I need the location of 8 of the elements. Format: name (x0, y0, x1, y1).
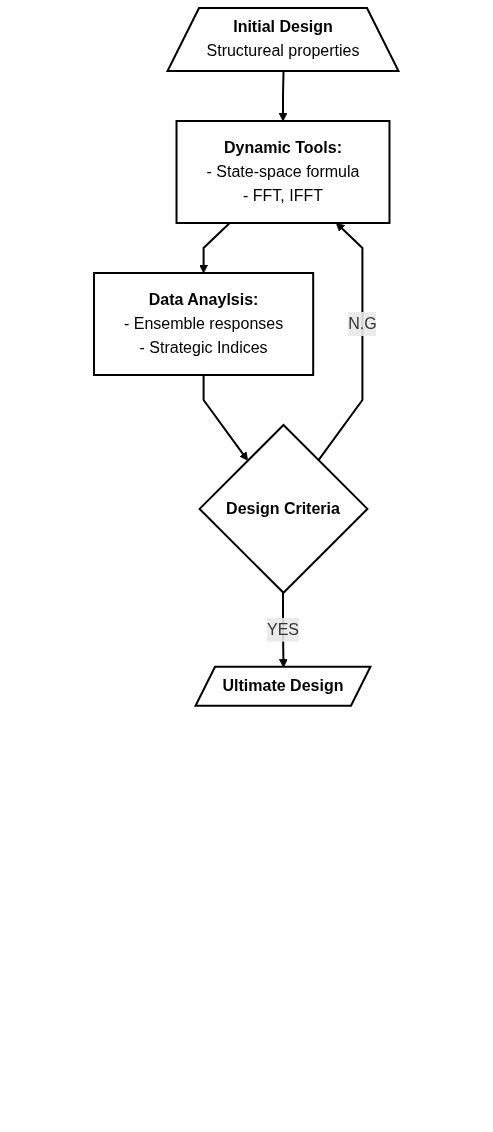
arrow (202, 374, 249, 461)
arrow (317, 222, 364, 462)
edge-label: YES (267, 620, 300, 638)
edge-label: N.G (348, 314, 377, 332)
node-box: Data Anaylsis: - Ensemble responses - Strategic Indices (93, 272, 315, 376)
arrow (199, 222, 231, 274)
node-box: Dynamic Tools: - State-space formula - FFT, IFFT (175, 120, 391, 224)
node-diamond: Design Criteria (198, 423, 370, 595)
